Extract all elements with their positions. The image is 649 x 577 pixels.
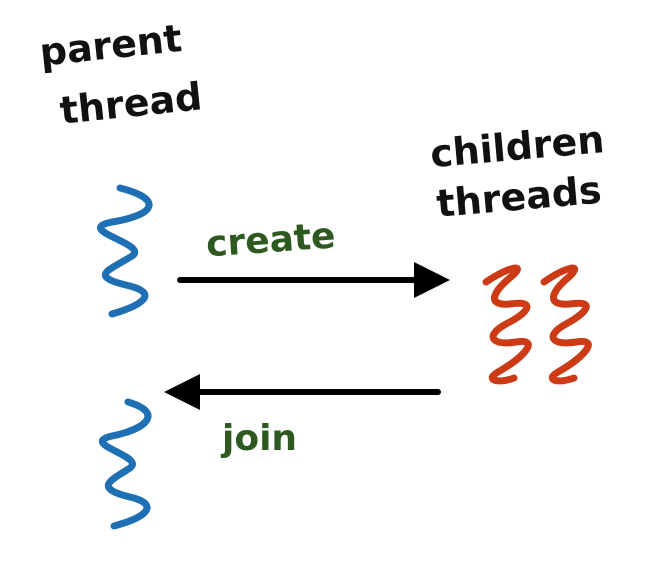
child-thread-1-icon	[482, 264, 532, 385]
children-threads-label: children threads	[428, 117, 606, 226]
children-label-line1: children	[428, 117, 606, 176]
parent-thread-bottom-icon	[99, 398, 152, 530]
child-thread-2-icon	[540, 264, 592, 385]
create-label: create	[205, 215, 337, 265]
parent-thread-label: parent thread	[37, 16, 204, 133]
parent-label-line1: parent	[37, 16, 183, 75]
parent-label-line2: thread	[58, 74, 204, 133]
children-label-line2: threads	[435, 168, 603, 226]
join-label: join	[220, 418, 297, 459]
parent-thread-top-icon	[97, 184, 153, 318]
